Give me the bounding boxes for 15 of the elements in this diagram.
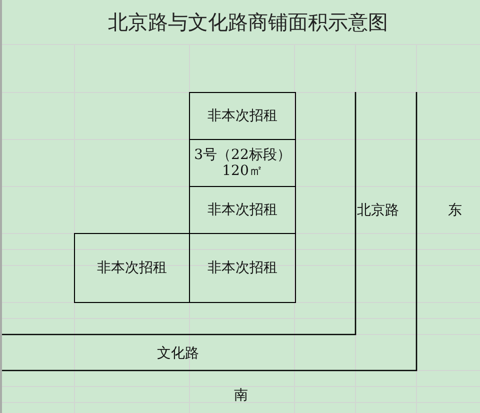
direction-label: 南	[234, 388, 248, 404]
shop-plot	[189, 139, 296, 187]
direction-label: 东	[448, 202, 462, 220]
plot-label: 非本次招租	[208, 108, 278, 124]
plot-label: 3号（22标段） 120㎡	[193, 146, 292, 180]
road-name: 文化路	[157, 346, 199, 362]
shop-plot	[74, 233, 190, 303]
plot-label: 非本次招租	[208, 260, 278, 276]
road-name: 北京路	[357, 202, 399, 220]
shop-plot	[189, 186, 296, 234]
diagram-title: 北京路与文化路商铺面积示意图	[108, 10, 388, 34]
shop-plot	[189, 92, 296, 140]
plot-label: 非本次招租	[208, 202, 278, 218]
plot-label: 非本次招租	[97, 260, 167, 276]
shop-plot	[189, 233, 296, 303]
